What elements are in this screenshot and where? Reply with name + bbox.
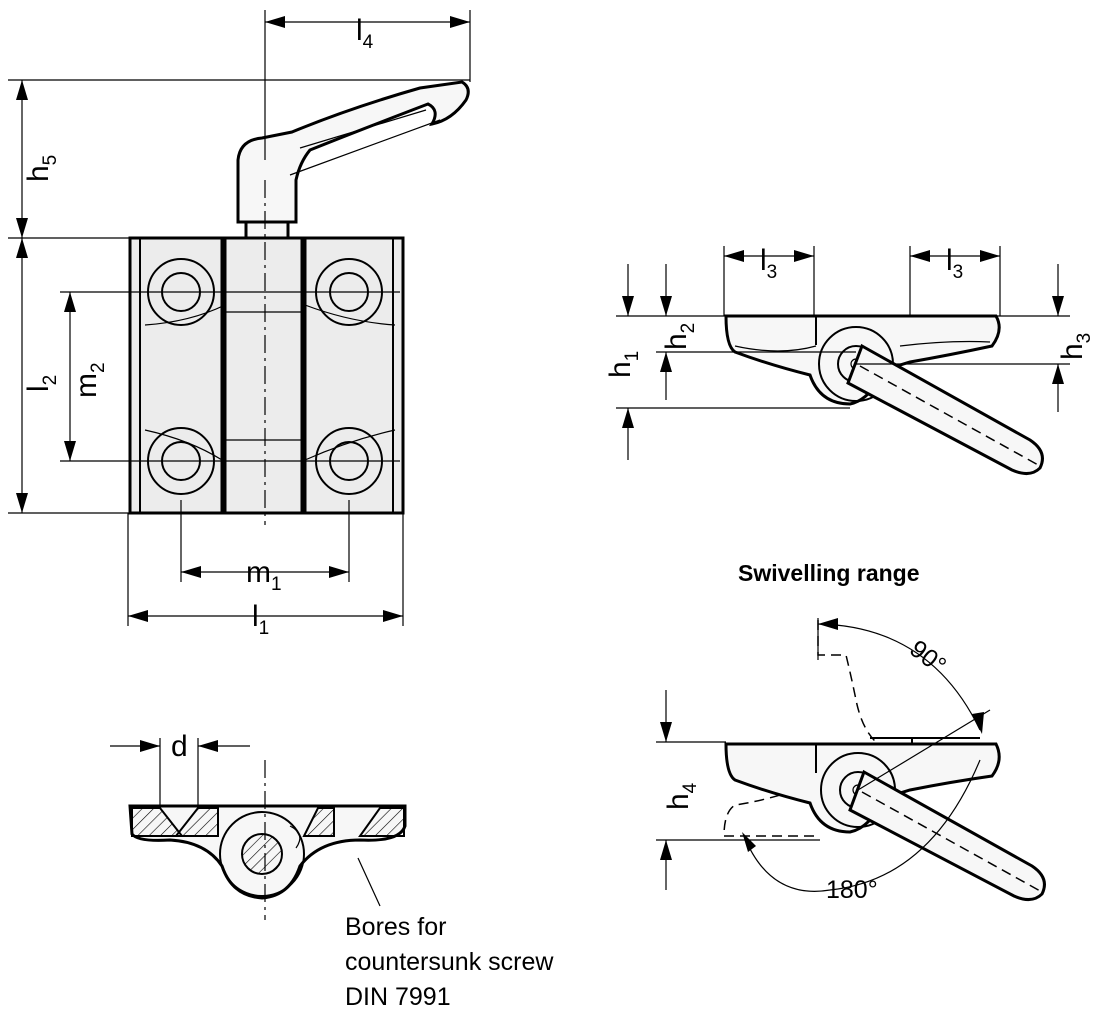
swivelling-range-title: Swivelling range	[738, 560, 920, 586]
dim-l4: l4	[356, 14, 374, 53]
countersink-left-2	[173, 807, 219, 837]
swivelling-range-view: Swivelling range 90° 180° h4	[656, 560, 1046, 904]
note-bores: Bores for countersunk screw DIN 7991	[345, 913, 560, 1011]
countersink-right	[302, 807, 335, 837]
angle-90: 90°	[904, 635, 951, 680]
dim-l3-left: l3	[760, 244, 777, 283]
clamping-lever	[236, 80, 470, 224]
dim-h5: h5	[22, 155, 61, 182]
hinge-right-leaf	[303, 236, 405, 515]
hinge-center-knuckle	[223, 236, 304, 515]
side-view-lever	[846, 343, 1044, 475]
section-view: d Bores for countersunk screw DIN 7991	[110, 730, 560, 1011]
front-view: l4 h5 l2 m2 m1 l1	[8, 10, 471, 639]
dim-l2: l2	[22, 375, 61, 392]
dim-m2: m2	[70, 362, 109, 398]
dim-h3: h3	[1056, 333, 1095, 360]
dim-d: d	[171, 730, 188, 763]
lever-shaft	[244, 220, 290, 240]
dim-m1: m1	[246, 556, 282, 595]
dim-l3-right: l3	[946, 244, 963, 283]
dim-h4: h4	[662, 782, 701, 810]
side-view: l3 l3 h1 h2 h3	[604, 244, 1095, 475]
hinge-left-leaf	[128, 236, 224, 515]
swivel-view-lever	[848, 769, 1046, 901]
angle-180: 180°	[826, 876, 878, 904]
dim-h2: h2	[660, 323, 699, 350]
dim-h1: h1	[604, 351, 643, 378]
countersink-right-2	[358, 807, 405, 837]
dim-l1: l1	[252, 600, 269, 639]
